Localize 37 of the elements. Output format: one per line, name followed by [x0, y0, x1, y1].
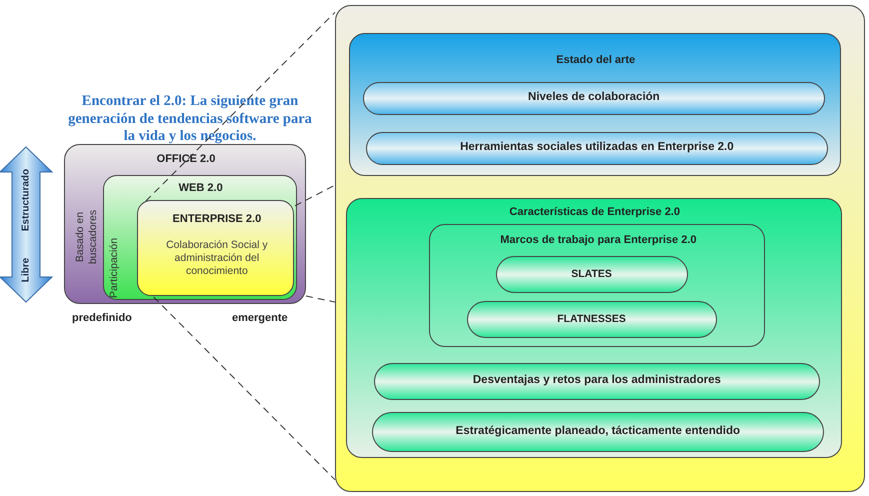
node-heading: OFFICE 2.0 [156, 153, 216, 166]
axis-label: emergente [232, 312, 288, 324]
pill-box [366, 132, 828, 166]
node-heading: WEB 2.0 [178, 182, 224, 195]
node-text: Participación [106, 236, 120, 300]
pill-box [372, 412, 824, 452]
pill-box [467, 301, 718, 338]
node-label: Estratégicamente planeado, tácticamente entendido [454, 424, 742, 439]
section-panel [348, 32, 841, 176]
axis-label: Estructurado [20, 168, 32, 232]
leader-line [294, 184, 336, 206]
node-text: Basado en buscadores [73, 208, 100, 266]
node-heading: Características de Enterprise 2.0 [508, 206, 681, 219]
leader-line [145, 12, 336, 202]
node-label: Desventajas y retos para los administradores [472, 373, 722, 388]
region-box [137, 200, 294, 296]
pill-box [496, 256, 688, 294]
pill-box [363, 82, 826, 116]
node-heading: ENTERPRISE 2.0 [172, 213, 262, 227]
node-text: Colaboración Social y administración del conocimiento [165, 239, 269, 278]
node-heading: Marcos de trabajo para Enterprise 2.0 [499, 234, 698, 248]
panel [335, 5, 865, 492]
node-heading: Estado del arte [555, 54, 636, 67]
node-label: Niveles de colaboración [527, 90, 661, 106]
region-box [102, 174, 297, 300]
group-box [429, 224, 766, 348]
node-label: FLATNESSES [556, 312, 627, 327]
axis-label: predefinido [72, 312, 132, 324]
node-label: Herramientas sociales utilizadas en Enterprise 2.0 [459, 140, 735, 156]
leader-line [153, 296, 336, 480]
region-box [64, 144, 306, 304]
axis-label: Libre [20, 258, 32, 282]
pill-box [374, 363, 820, 400]
node-label: SLATES [570, 266, 613, 282]
title: Encontrar el 2.0: La siguiente gran generación de tendencias software para la vida y los negocios. [67, 93, 313, 146]
section-panel [346, 198, 842, 458]
leader-line [306, 296, 336, 303]
